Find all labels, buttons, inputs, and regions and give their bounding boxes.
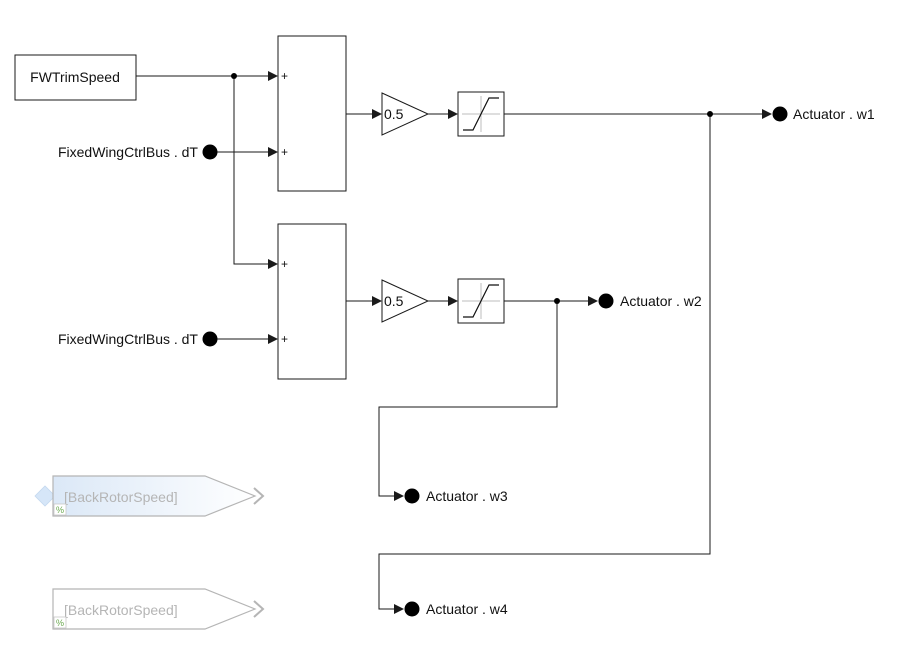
sum-block-2[interactable]: + + bbox=[277, 223, 347, 380]
wire-trim-to-sum2[interactable] bbox=[233, 76, 268, 265]
goto-block-backrotorspeed-1[interactable]: [BackRotorSpeed] % bbox=[34, 475, 265, 517]
sum-sign: + bbox=[281, 332, 288, 346]
outport-dot bbox=[404, 601, 420, 617]
outport-w2[interactable]: Actuator . w2 bbox=[598, 293, 702, 309]
saturation-block-2[interactable] bbox=[457, 278, 505, 324]
branch-points bbox=[231, 73, 713, 304]
comment-badge bbox=[53, 503, 67, 516]
goto-tag-label: [BackRotorSpeed] bbox=[64, 602, 178, 618]
comment-badge-glyph: % bbox=[56, 618, 64, 628]
wire-sat1-to-w4[interactable] bbox=[378, 114, 711, 610]
comment-badge-glyph: % bbox=[56, 505, 64, 515]
inport-dt-2[interactable]: FixedWingCtrlBus . dT bbox=[58, 331, 218, 347]
outport-label: Actuator . w1 bbox=[793, 106, 875, 122]
inport-dot bbox=[202, 144, 218, 160]
outport-label: Actuator . w3 bbox=[426, 488, 508, 504]
gain-block-1[interactable]: 0.5 bbox=[381, 92, 430, 136]
outport-w1[interactable]: Actuator . w1 bbox=[772, 106, 875, 122]
arrowheads bbox=[268, 71, 772, 614]
inport-label: FixedWingCtrlBus . dT bbox=[58, 144, 198, 160]
constant-block-fwtrimspeed[interactable]: FWTrimSpeed bbox=[14, 54, 137, 101]
outport-label: Actuator . w2 bbox=[620, 293, 702, 309]
outport-dot bbox=[404, 488, 420, 504]
saturation-block-1[interactable] bbox=[457, 91, 505, 137]
comment-badge bbox=[53, 616, 67, 629]
goto-output-chevron bbox=[253, 487, 265, 505]
outport-w3[interactable]: Actuator . w3 bbox=[404, 488, 508, 504]
inport-dt-1[interactable]: FixedWingCtrlBus . dT bbox=[58, 144, 218, 160]
outport-dot bbox=[772, 106, 788, 122]
sum-sign: + bbox=[281, 145, 288, 159]
outport-dot bbox=[598, 293, 614, 309]
outport-label: Actuator . w4 bbox=[426, 601, 508, 617]
gain-block-2[interactable]: 0.5 bbox=[381, 279, 430, 323]
goto-tag-label: [BackRotorSpeed] bbox=[64, 489, 178, 505]
sum-sign: + bbox=[281, 69, 288, 83]
inport-label: FixedWingCtrlBus . dT bbox=[58, 331, 198, 347]
gain-value: 0.5 bbox=[384, 293, 404, 309]
inport-dot bbox=[202, 331, 218, 347]
signal-lines bbox=[136, 75, 764, 610]
outport-w4[interactable]: Actuator . w4 bbox=[404, 601, 508, 617]
sum-sign: + bbox=[281, 257, 288, 271]
saturation-icon bbox=[462, 96, 500, 132]
gain-value: 0.5 bbox=[384, 106, 404, 122]
goto-output-chevron bbox=[253, 600, 265, 618]
constant-label: FWTrimSpeed bbox=[30, 69, 120, 85]
goto-input-marker bbox=[34, 485, 56, 507]
sum-block-1[interactable]: + + bbox=[277, 35, 347, 192]
wire-sat2-to-w3[interactable] bbox=[378, 301, 558, 497]
goto-block-backrotorspeed-2[interactable]: [BackRotorSpeed] % bbox=[52, 588, 265, 630]
saturation-icon bbox=[462, 283, 500, 319]
